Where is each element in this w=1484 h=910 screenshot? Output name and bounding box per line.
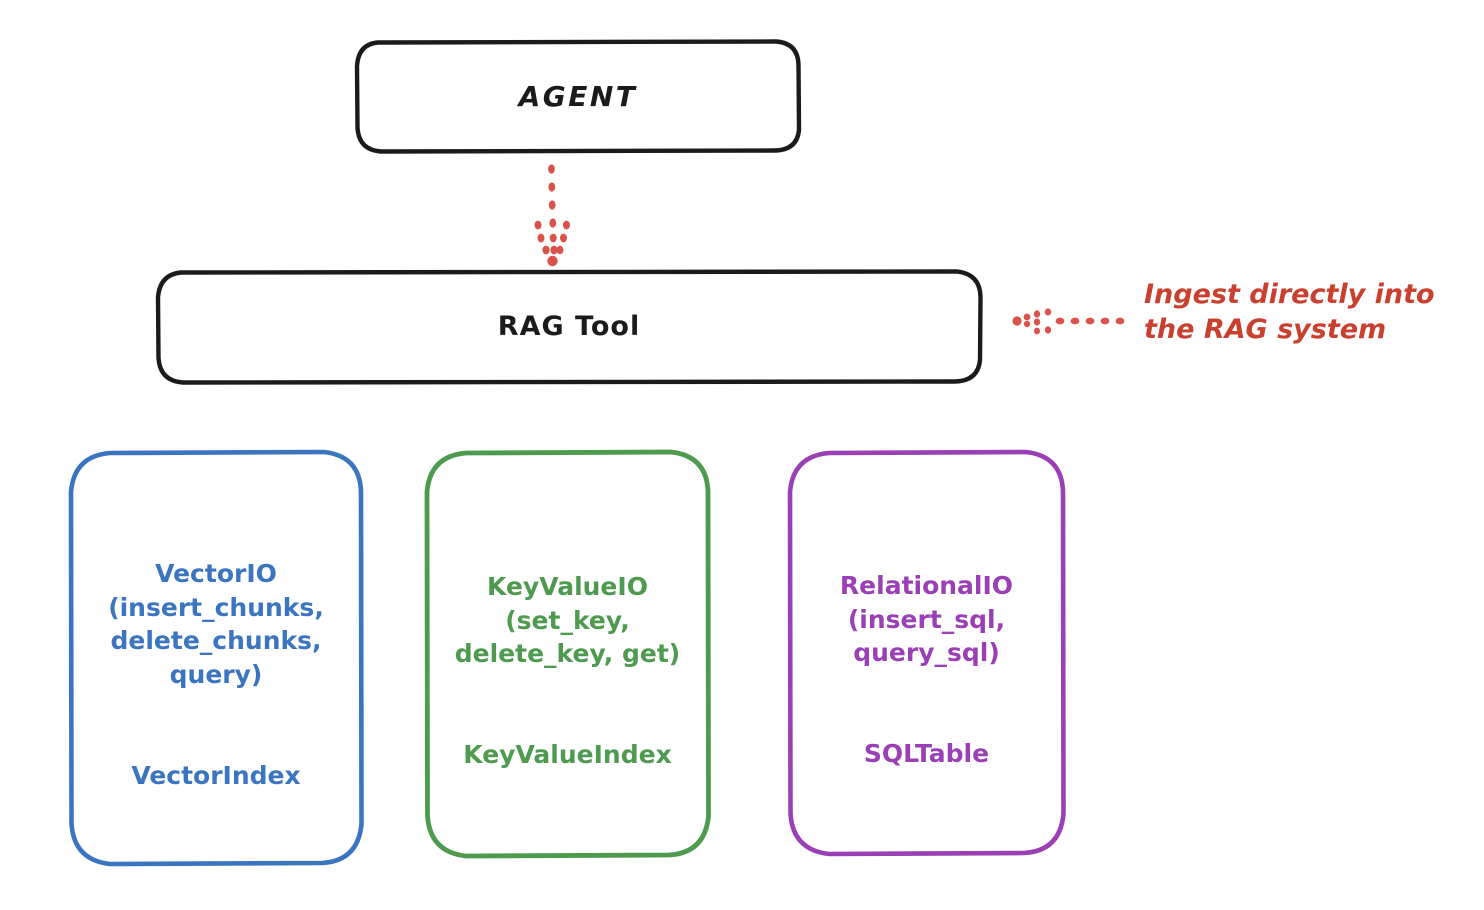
arrowhead-left-icon — [1012, 308, 1052, 335]
dotted-line-segments — [548, 164, 557, 228]
node-relational-io-text: RelationalIO (insert_sql, query_sql) SQL… — [834, 536, 1019, 771]
node-rag-tool-label: RAG Tool — [497, 310, 641, 342]
node-rag-tool[interactable]: RAG Tool — [155, 269, 983, 385]
spacer — [840, 670, 1013, 704]
node-key-value-io-text: KeyValueIO (set_key, delete_key, get) Ke… — [449, 537, 686, 772]
node-key-value-io-index: KeyValueIndex — [463, 740, 672, 769]
node-key-value-io[interactable]: KeyValueIO (set_key, delete_key, get) Ke… — [424, 449, 711, 859]
node-relational-io-index: SQLTable — [863, 739, 990, 768]
annotation-ingest: Ingest directly into the RAG system — [1144, 279, 1435, 345]
node-agent-label: AGENT — [518, 79, 638, 113]
node-relational-io[interactable]: RelationalIO (insert_sql, query_sql) SQL… — [787, 449, 1066, 857]
node-vector-io-text: VectorIO (insert_chunks, delete_chunks, … — [102, 524, 330, 793]
node-agent[interactable]: AGENT — [354, 39, 802, 154]
connector-agent-to-rag-tool — [534, 164, 570, 267]
dotted-line-segments — [1055, 317, 1125, 325]
spacer — [455, 671, 680, 705]
node-relational-io-api: RelationalIO (insert_sql, query_sql) — [839, 571, 1014, 667]
node-vector-io[interactable]: VectorIO (insert_chunks, delete_chunks, … — [68, 449, 364, 867]
node-vector-io-api: VectorIO (insert_chunks, delete_chunks, … — [108, 559, 324, 689]
connector-ingest-to-rag-tool — [1012, 308, 1125, 335]
node-key-value-io-api: KeyValueIO (set_key, delete_key, get) — [454, 572, 681, 668]
node-vector-io-index: VectorIndex — [131, 760, 301, 790]
arrowhead-down-icon — [534, 220, 570, 267]
spacer — [108, 691, 324, 725]
